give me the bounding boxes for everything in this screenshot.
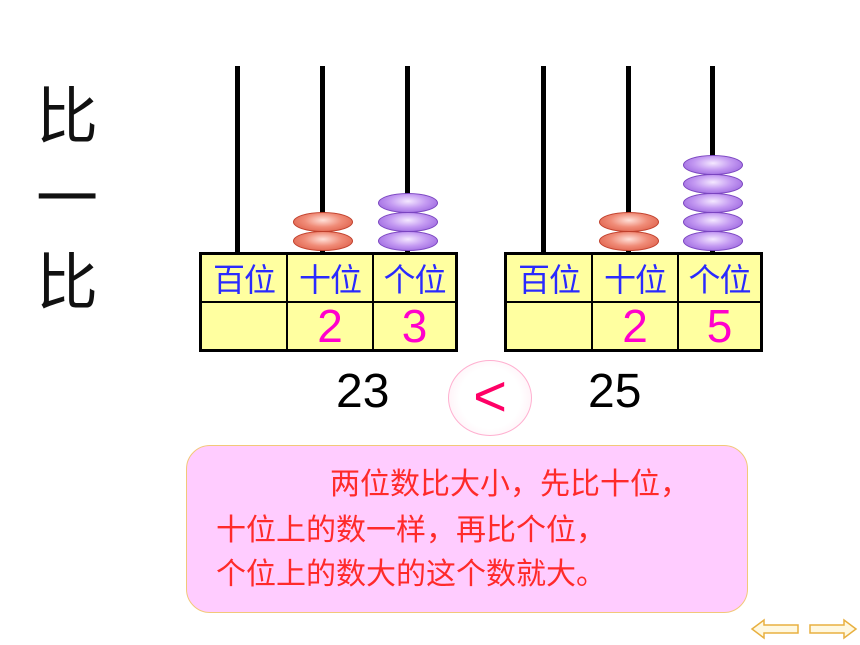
place-label-hundreds: 百位 bbox=[201, 254, 287, 302]
rod-hundreds-left bbox=[235, 66, 240, 254]
bead-ones bbox=[682, 193, 743, 213]
bead-ones bbox=[377, 231, 438, 251]
rod-tens-left bbox=[320, 66, 325, 254]
side-title-char-1: 比 bbox=[36, 80, 99, 153]
place-label-tens: 十位 bbox=[287, 254, 373, 302]
place-value-chart-left: 百位 十位 个位 2 3 bbox=[199, 252, 458, 352]
place-label-ones: 个位 bbox=[678, 254, 761, 302]
bead-tens bbox=[598, 231, 659, 251]
rod-hundreds-right bbox=[541, 66, 546, 254]
rod-ones-left bbox=[405, 66, 410, 254]
digit-ones: 5 bbox=[678, 300, 761, 352]
bead-tens bbox=[292, 212, 353, 232]
side-title-char-2: 一 bbox=[36, 162, 99, 235]
digit-ones: 3 bbox=[373, 300, 456, 352]
rod-tens-right bbox=[626, 66, 631, 254]
bead-ones bbox=[377, 212, 438, 232]
bead-tens bbox=[598, 212, 659, 232]
bead-ones bbox=[377, 193, 438, 213]
place-label-tens: 十位 bbox=[592, 254, 678, 302]
rule-line-1: 两位数比大小，先比十位， bbox=[330, 467, 690, 502]
rule-line-3: 个位上的数大的这个数就大。 bbox=[216, 557, 606, 592]
place-label-ones: 个位 bbox=[373, 254, 456, 302]
bead-ones bbox=[682, 174, 743, 194]
rule-box bbox=[186, 445, 748, 613]
arrow-right-icon[interactable] bbox=[808, 618, 858, 640]
bead-ones bbox=[682, 155, 743, 175]
comparison-sign: < bbox=[473, 363, 507, 429]
arrow-left-icon[interactable] bbox=[750, 618, 800, 640]
bead-ones bbox=[682, 212, 743, 232]
bead-ones bbox=[682, 231, 743, 251]
number-right: 25 bbox=[588, 365, 642, 418]
number-left: 23 bbox=[336, 365, 390, 418]
digit-tens: 2 bbox=[592, 300, 678, 352]
place-value-chart-right: 百位 十位 个位 2 5 bbox=[504, 252, 763, 352]
side-title-char-3: 比 bbox=[36, 246, 99, 319]
rule-line-2: 十位上的数一样，再比个位， bbox=[216, 513, 606, 548]
bead-tens bbox=[292, 231, 353, 251]
place-label-hundreds: 百位 bbox=[506, 254, 592, 302]
digit-hundreds bbox=[506, 302, 592, 350]
compare-sign-circle bbox=[448, 360, 532, 436]
digit-tens: 2 bbox=[287, 300, 373, 352]
digit-hundreds bbox=[201, 302, 287, 350]
